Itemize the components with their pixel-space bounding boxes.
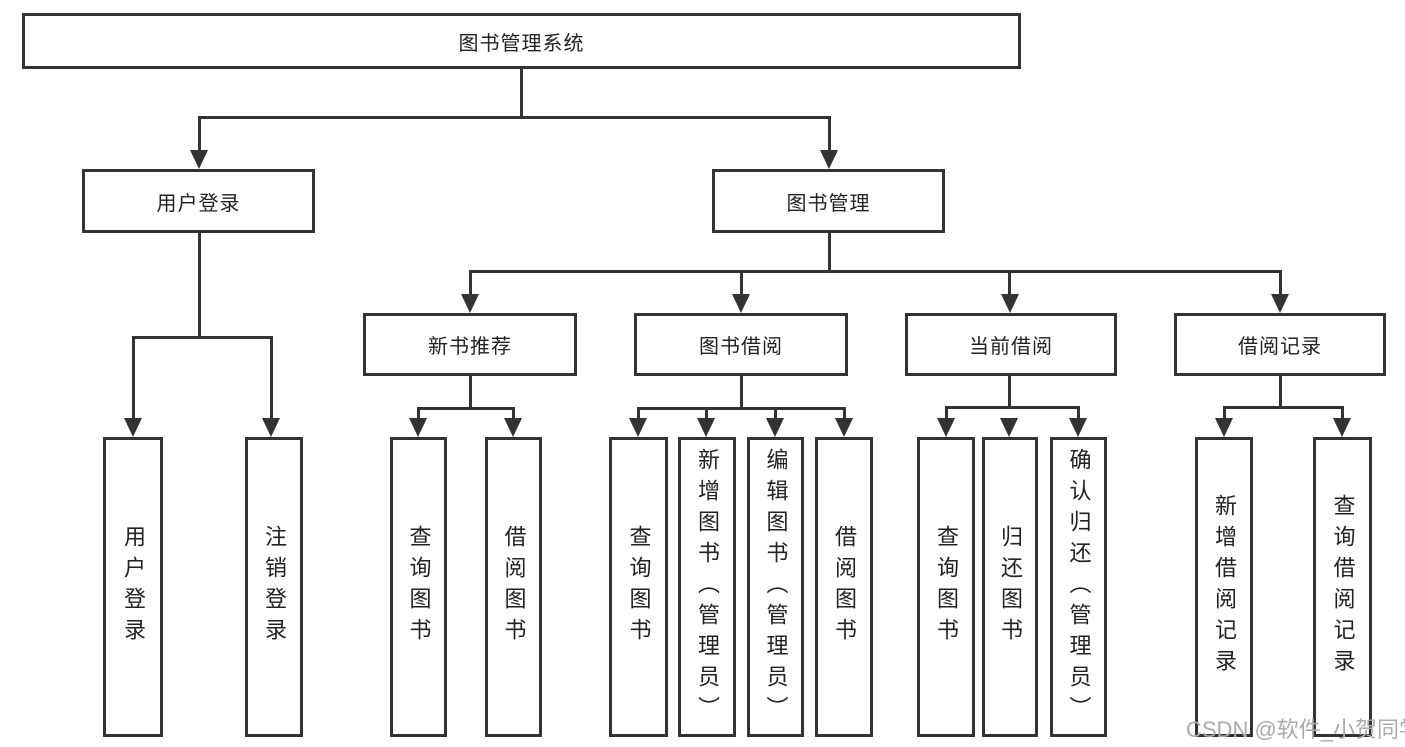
arrow-down-icon [820, 150, 838, 169]
node-label: 当前借阅 [969, 336, 1053, 358]
connector-line [469, 270, 1282, 273]
node-label: 借阅图书 [501, 525, 527, 649]
leaf-borrow-books-recommend: 借阅图书 [485, 437, 542, 737]
connector-line [1279, 270, 1282, 297]
node-label: 用户登录 [156, 192, 241, 215]
leaf-query-books-recommend: 查询图书 [390, 437, 447, 737]
node-label: 查询图书 [406, 525, 432, 649]
connector-line [1223, 406, 1226, 420]
node-book-management: 图书管理 [712, 169, 945, 233]
connector-line [945, 406, 948, 420]
connector-line [740, 270, 743, 297]
node-label: 图书管理系统 [458, 32, 585, 55]
arrow-down-icon [1215, 418, 1233, 437]
connector-line [637, 407, 846, 410]
connector-line [132, 336, 273, 339]
arrow-down-icon [409, 418, 427, 437]
arrow-down-icon [1069, 418, 1087, 437]
leaf-query-borrow-record: 查询借阅记录 [1313, 437, 1372, 737]
node-label: 新书推荐 [428, 336, 512, 358]
node-current-borrowing: 当前借阅 [905, 313, 1117, 376]
node-label: 查询图书 [934, 525, 959, 649]
node-label: 编辑图书（管理员） [763, 447, 789, 727]
connector-line [774, 407, 777, 420]
node-label: 新增图书（管理员） [695, 447, 720, 727]
leaf-query-books-current: 查询图书 [917, 437, 975, 737]
connector-line [637, 407, 640, 420]
leaf-borrow-books: 借阅图书 [815, 437, 873, 737]
arrow-down-icon [835, 418, 853, 437]
connector-line [1008, 376, 1011, 408]
arrow-down-icon [766, 418, 784, 437]
connector-line [512, 407, 515, 420]
node-label: 查询图书 [626, 525, 652, 649]
connector-line [945, 406, 1080, 409]
arrow-down-icon [697, 418, 715, 437]
leaf-add-borrow-record: 新增借阅记录 [1195, 437, 1253, 737]
connector-line [469, 270, 472, 297]
connector-line [469, 376, 472, 409]
node-label: 注销登录 [262, 525, 287, 649]
node-label: 归还图书 [998, 525, 1023, 649]
arrow-down-icon [629, 418, 647, 437]
arrow-down-icon [1271, 294, 1289, 313]
connector-line [520, 68, 523, 119]
leaf-return-books: 归还图书 [982, 437, 1038, 737]
connector-line [705, 407, 708, 420]
node-label: 借阅记录 [1238, 336, 1322, 358]
leaf-add-books-admin: 新增图书（管理员） [678, 437, 736, 737]
node-root-system: 图书管理系统 [22, 13, 1021, 69]
connector-line [198, 233, 201, 338]
arrow-down-icon [1333, 418, 1351, 437]
arrow-down-icon [124, 418, 142, 437]
arrow-down-icon [262, 418, 280, 437]
connector-line [1341, 406, 1344, 420]
node-label: 图书借阅 [699, 336, 783, 358]
leaf-edit-books-admin: 编辑图书（管理员） [747, 437, 804, 737]
node-new-book-recommend: 新书推荐 [363, 313, 577, 376]
node-label: 图书管理 [786, 192, 871, 215]
connector-line [270, 336, 273, 420]
node-user-login: 用户登录 [82, 169, 315, 233]
node-label: 确认归还（管理员） [1066, 447, 1092, 727]
connector-line [1223, 406, 1344, 409]
connector-line [1008, 270, 1011, 297]
arrow-down-icon [732, 294, 750, 313]
connector-line [828, 117, 831, 151]
leaf-confirm-return-admin: 确认归还（管理员） [1050, 437, 1107, 737]
connector-line [828, 233, 831, 273]
connector-line [1279, 376, 1282, 408]
connector-line [132, 336, 135, 420]
arrow-down-icon [937, 418, 955, 437]
leaf-user-login: 用户登录 [103, 437, 163, 737]
csdn-watermark: CSDN @软件_小贺同学 [1186, 717, 1405, 742]
connector-line [198, 116, 831, 119]
leaf-logout: 注销登录 [245, 437, 303, 737]
node-label: 用户登录 [121, 525, 146, 649]
arrow-down-icon [461, 294, 479, 313]
leaf-query-books-borrowing: 查询图书 [609, 437, 668, 737]
node-label: 借阅图书 [832, 525, 857, 649]
node-label: 新增借阅记录 [1212, 494, 1237, 680]
connector-line [843, 407, 846, 420]
node-label: 查询借阅记录 [1330, 494, 1356, 680]
arrow-down-icon [190, 150, 208, 169]
arrow-down-icon [1001, 294, 1019, 313]
connector-line [417, 407, 420, 420]
connector-line [198, 117, 201, 151]
node-book-borrowing: 图书借阅 [634, 313, 848, 376]
connector-line [1077, 406, 1080, 420]
connector-line [417, 407, 515, 410]
arrow-down-icon [504, 418, 522, 437]
connector-line [740, 376, 743, 409]
node-borrowing-records: 借阅记录 [1174, 313, 1386, 376]
arrow-down-icon [1000, 418, 1018, 437]
